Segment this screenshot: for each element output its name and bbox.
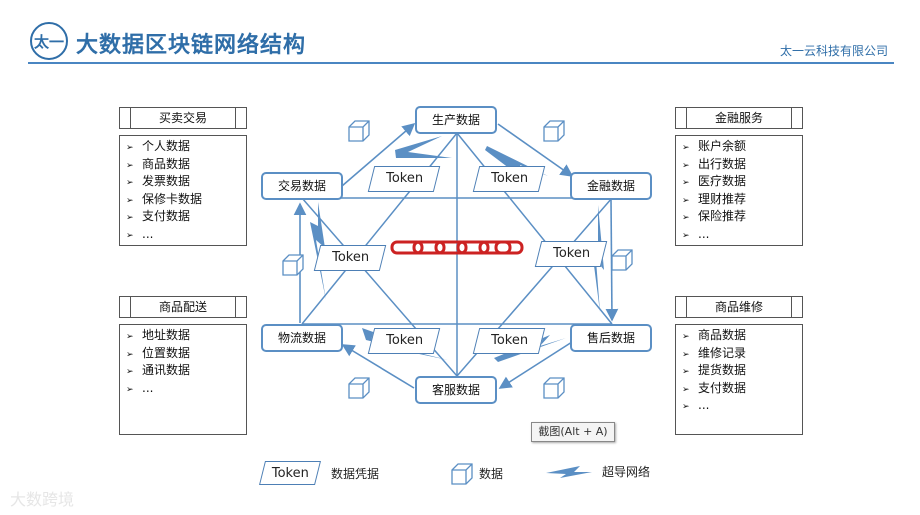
list-item: ➢地址数据 (126, 328, 191, 342)
list-item: ➢发票数据 (126, 174, 191, 188)
node-after-sales[interactable]: 售后数据 (570, 324, 652, 352)
item-text: 支付数据 (142, 209, 191, 223)
token-service-after-sales: Token (472, 328, 546, 354)
node-finance[interactable]: 金融数据 (570, 172, 652, 200)
item-text: ... (142, 380, 154, 395)
panel-list: ➢地址数据 ➢位置数据 ➢通讯数据 ➢... (120, 325, 246, 398)
company-name: 太一云科技有限公司 (779, 44, 888, 58)
screenshot-tooltip: 截图(Alt + A) (531, 422, 615, 442)
list-item: ➢保修卡数据 (126, 191, 203, 206)
item-text: 个人数据 (142, 139, 191, 153)
token-label: Token (385, 171, 423, 186)
item-text: 账户余额 (698, 139, 747, 153)
list-item: ➢支付数据 (126, 209, 191, 223)
list-item: ➢... (682, 398, 710, 412)
item-text: ... (142, 226, 154, 241)
legend-token-icon: Token (259, 461, 321, 485)
panel-trade: ➢个人数据 ➢商品数据 ➢发票数据 ➢保修卡数据 ➢支付数据 ➢... (119, 135, 247, 246)
token-label: Token (490, 333, 528, 348)
item-text: 地址数据 (142, 328, 191, 342)
panel-repair: ➢商品数据 ➢维修记录 ➢提货数据 ➢支付数据 ➢... (675, 324, 803, 435)
legend-data-desc: 数据 (479, 467, 504, 481)
token-label: Token (385, 333, 423, 348)
list-item: ➢支付数据 (682, 380, 747, 395)
list-item: ➢出行数据 (682, 156, 747, 171)
token-finance-after-sales: Token (534, 241, 608, 267)
panel-title-trade: 买卖交易 (119, 107, 247, 129)
list-item: ➢维修记录 (682, 345, 747, 360)
panel-list: ➢个人数据 ➢商品数据 ➢发票数据 ➢保修卡数据 ➢支付数据 ➢... (120, 136, 246, 244)
list-item: ➢通讯数据 (126, 363, 191, 377)
node-customer-service[interactable]: 客服数据 (415, 376, 497, 404)
legend-network-icon (546, 466, 592, 478)
list-item: ➢理财推荐 (682, 191, 747, 206)
item-text: 医疗数据 (698, 174, 747, 188)
item-text: 商品数据 (142, 156, 191, 171)
item-text: 维修记录 (698, 345, 747, 360)
item-text: 提货数据 (698, 363, 747, 377)
list-item: ➢账户余额 (682, 139, 747, 153)
item-text: 通讯数据 (142, 363, 191, 377)
legend-token-label: Token (271, 466, 309, 481)
panel-list: ➢商品数据 ➢维修记录 ➢提货数据 ➢支付数据 ➢... (676, 325, 802, 416)
item-text: 保修卡数据 (142, 191, 203, 206)
token-trading-logistics: Token (313, 245, 387, 271)
header-divider (28, 62, 894, 64)
legend-token-desc: 数据凭据 (331, 467, 380, 481)
item-text: ... (698, 398, 710, 412)
list-item: ➢商品数据 (126, 156, 191, 171)
token-trading-production: Token (367, 166, 441, 192)
list-item: ➢... (126, 226, 154, 241)
item-text: 理财推荐 (698, 191, 747, 206)
page-title: 大数据区块链网络结构 (76, 33, 307, 58)
node-trading[interactable]: 交易数据 (261, 172, 343, 200)
list-item: ➢商品数据 (682, 328, 747, 342)
panel-title-repair: 商品维修 (675, 296, 803, 318)
panel-title-delivery: 商品配送 (119, 296, 247, 318)
list-item: ➢... (682, 226, 710, 241)
token-logistics-service: Token (367, 328, 441, 354)
item-text: 出行数据 (698, 156, 747, 171)
token-label: Token (490, 171, 528, 186)
list-item: ➢个人数据 (126, 139, 191, 153)
list-item: ➢提货数据 (682, 363, 747, 377)
list-item: ➢医疗数据 (682, 174, 747, 188)
node-production[interactable]: 生产数据 (415, 106, 497, 134)
watermark: 大数跨境 (10, 490, 75, 509)
item-text: 保险推荐 (698, 209, 747, 223)
item-text: 商品数据 (698, 328, 747, 342)
list-item: ➢位置数据 (126, 345, 191, 360)
token-label: Token (552, 246, 590, 261)
panel-list: ➢账户余额 ➢出行数据 ➢医疗数据 ➢理财推荐 ➢保险推荐 ➢... (676, 136, 802, 244)
list-item: ➢保险推荐 (682, 209, 747, 223)
legend-cube-icon (451, 463, 473, 485)
item-text: 发票数据 (142, 174, 191, 188)
blockchain-chain (390, 240, 524, 255)
item-text: ... (698, 226, 710, 241)
panel-finance: ➢账户余额 ➢出行数据 ➢医疗数据 ➢理财推荐 ➢保险推荐 ➢... (675, 135, 803, 246)
token-label: Token (331, 250, 369, 265)
panel-delivery: ➢地址数据 ➢位置数据 ➢通讯数据 ➢... (119, 324, 247, 435)
node-logistics[interactable]: 物流数据 (261, 324, 343, 352)
list-item: ➢... (126, 380, 154, 395)
item-text: 位置数据 (142, 345, 191, 360)
token-production-finance: Token (472, 166, 546, 192)
panel-title-finance: 金融服务 (675, 107, 803, 129)
item-text: 支付数据 (698, 380, 747, 395)
legend-network-desc: 超导网络 (602, 465, 651, 479)
company-logo: 太一 (30, 22, 68, 60)
